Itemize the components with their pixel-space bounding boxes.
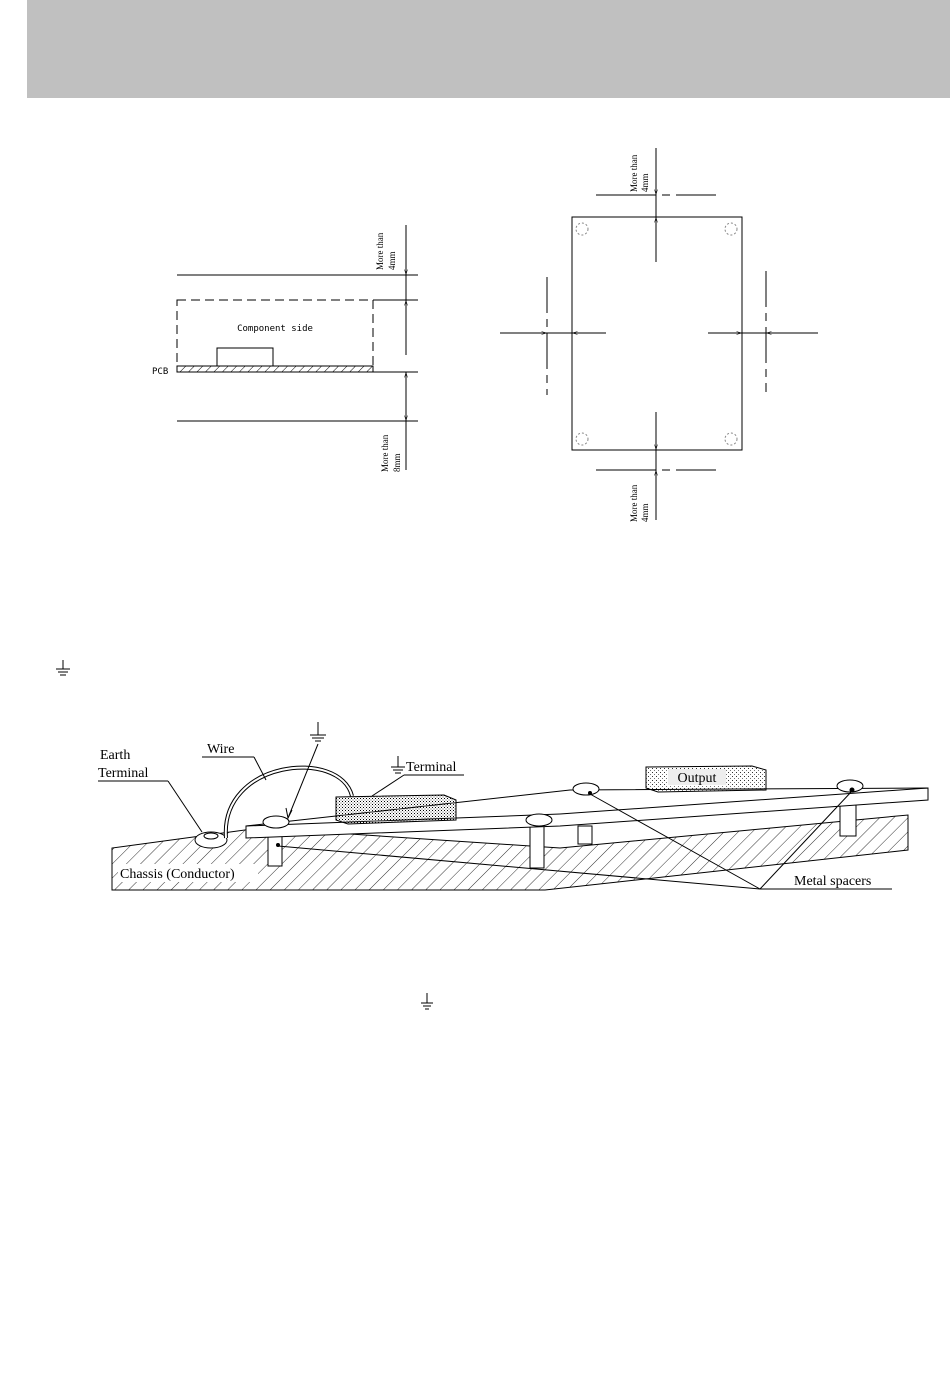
spacer-post-3 (578, 826, 592, 844)
bottom-clearance-text-1: More than (380, 434, 390, 472)
spacer-post-1 (268, 834, 282, 866)
ground-symbol-icon (56, 660, 70, 675)
figure-top-clearance: More than 4mm More than 4mm (500, 148, 818, 522)
spacer-post-2 (530, 826, 544, 868)
figure-chassis-mounting: Chassis (Conductor) Output (98, 722, 928, 890)
wire-label: Wire (207, 742, 234, 757)
spacer-screw-2 (526, 814, 552, 826)
mounting-hole-bl (576, 433, 588, 445)
ground-symbol-wire-icon (310, 722, 326, 741)
metal-spacers-label: Metal spacers (794, 874, 871, 889)
top-clearance-text-1: More than (375, 232, 385, 270)
top-side-clearance-text-1: More than (629, 154, 639, 192)
mounting-hole-br (725, 433, 737, 445)
top-clearance-text-2: 4mm (387, 251, 397, 270)
ground-symbol-inline-icon (421, 993, 433, 1009)
bottom-side-clearance-text-1: More than (629, 484, 639, 522)
pcb-label: PCB (152, 367, 168, 377)
input-terminal-block (336, 795, 456, 824)
top-side-clearance-text-2: 4mm (640, 173, 650, 192)
output-label: Output (678, 771, 717, 786)
component-block (217, 348, 273, 366)
pcb-board (177, 366, 373, 372)
mounting-hole-tr (725, 223, 737, 235)
earth-terminal-label-2: Terminal (98, 766, 148, 781)
bottom-clearance-text-2: 8mm (392, 453, 402, 472)
chassis-label: Chassis (Conductor) (120, 867, 235, 882)
bottom-side-clearance-text-2: 4mm (640, 503, 650, 522)
spacer-screw-3 (573, 783, 599, 795)
spacer-screw-1 (263, 816, 289, 828)
figure-side-clearance: Component side PCB More than 4mm More th… (152, 225, 418, 472)
terminal-label: Terminal (406, 760, 456, 775)
mounting-hole-tl (576, 223, 588, 235)
component-side-label: Component side (237, 324, 313, 334)
ground-symbol-terminal-icon (391, 756, 405, 773)
earth-terminal-label-1: Earth (100, 748, 130, 763)
